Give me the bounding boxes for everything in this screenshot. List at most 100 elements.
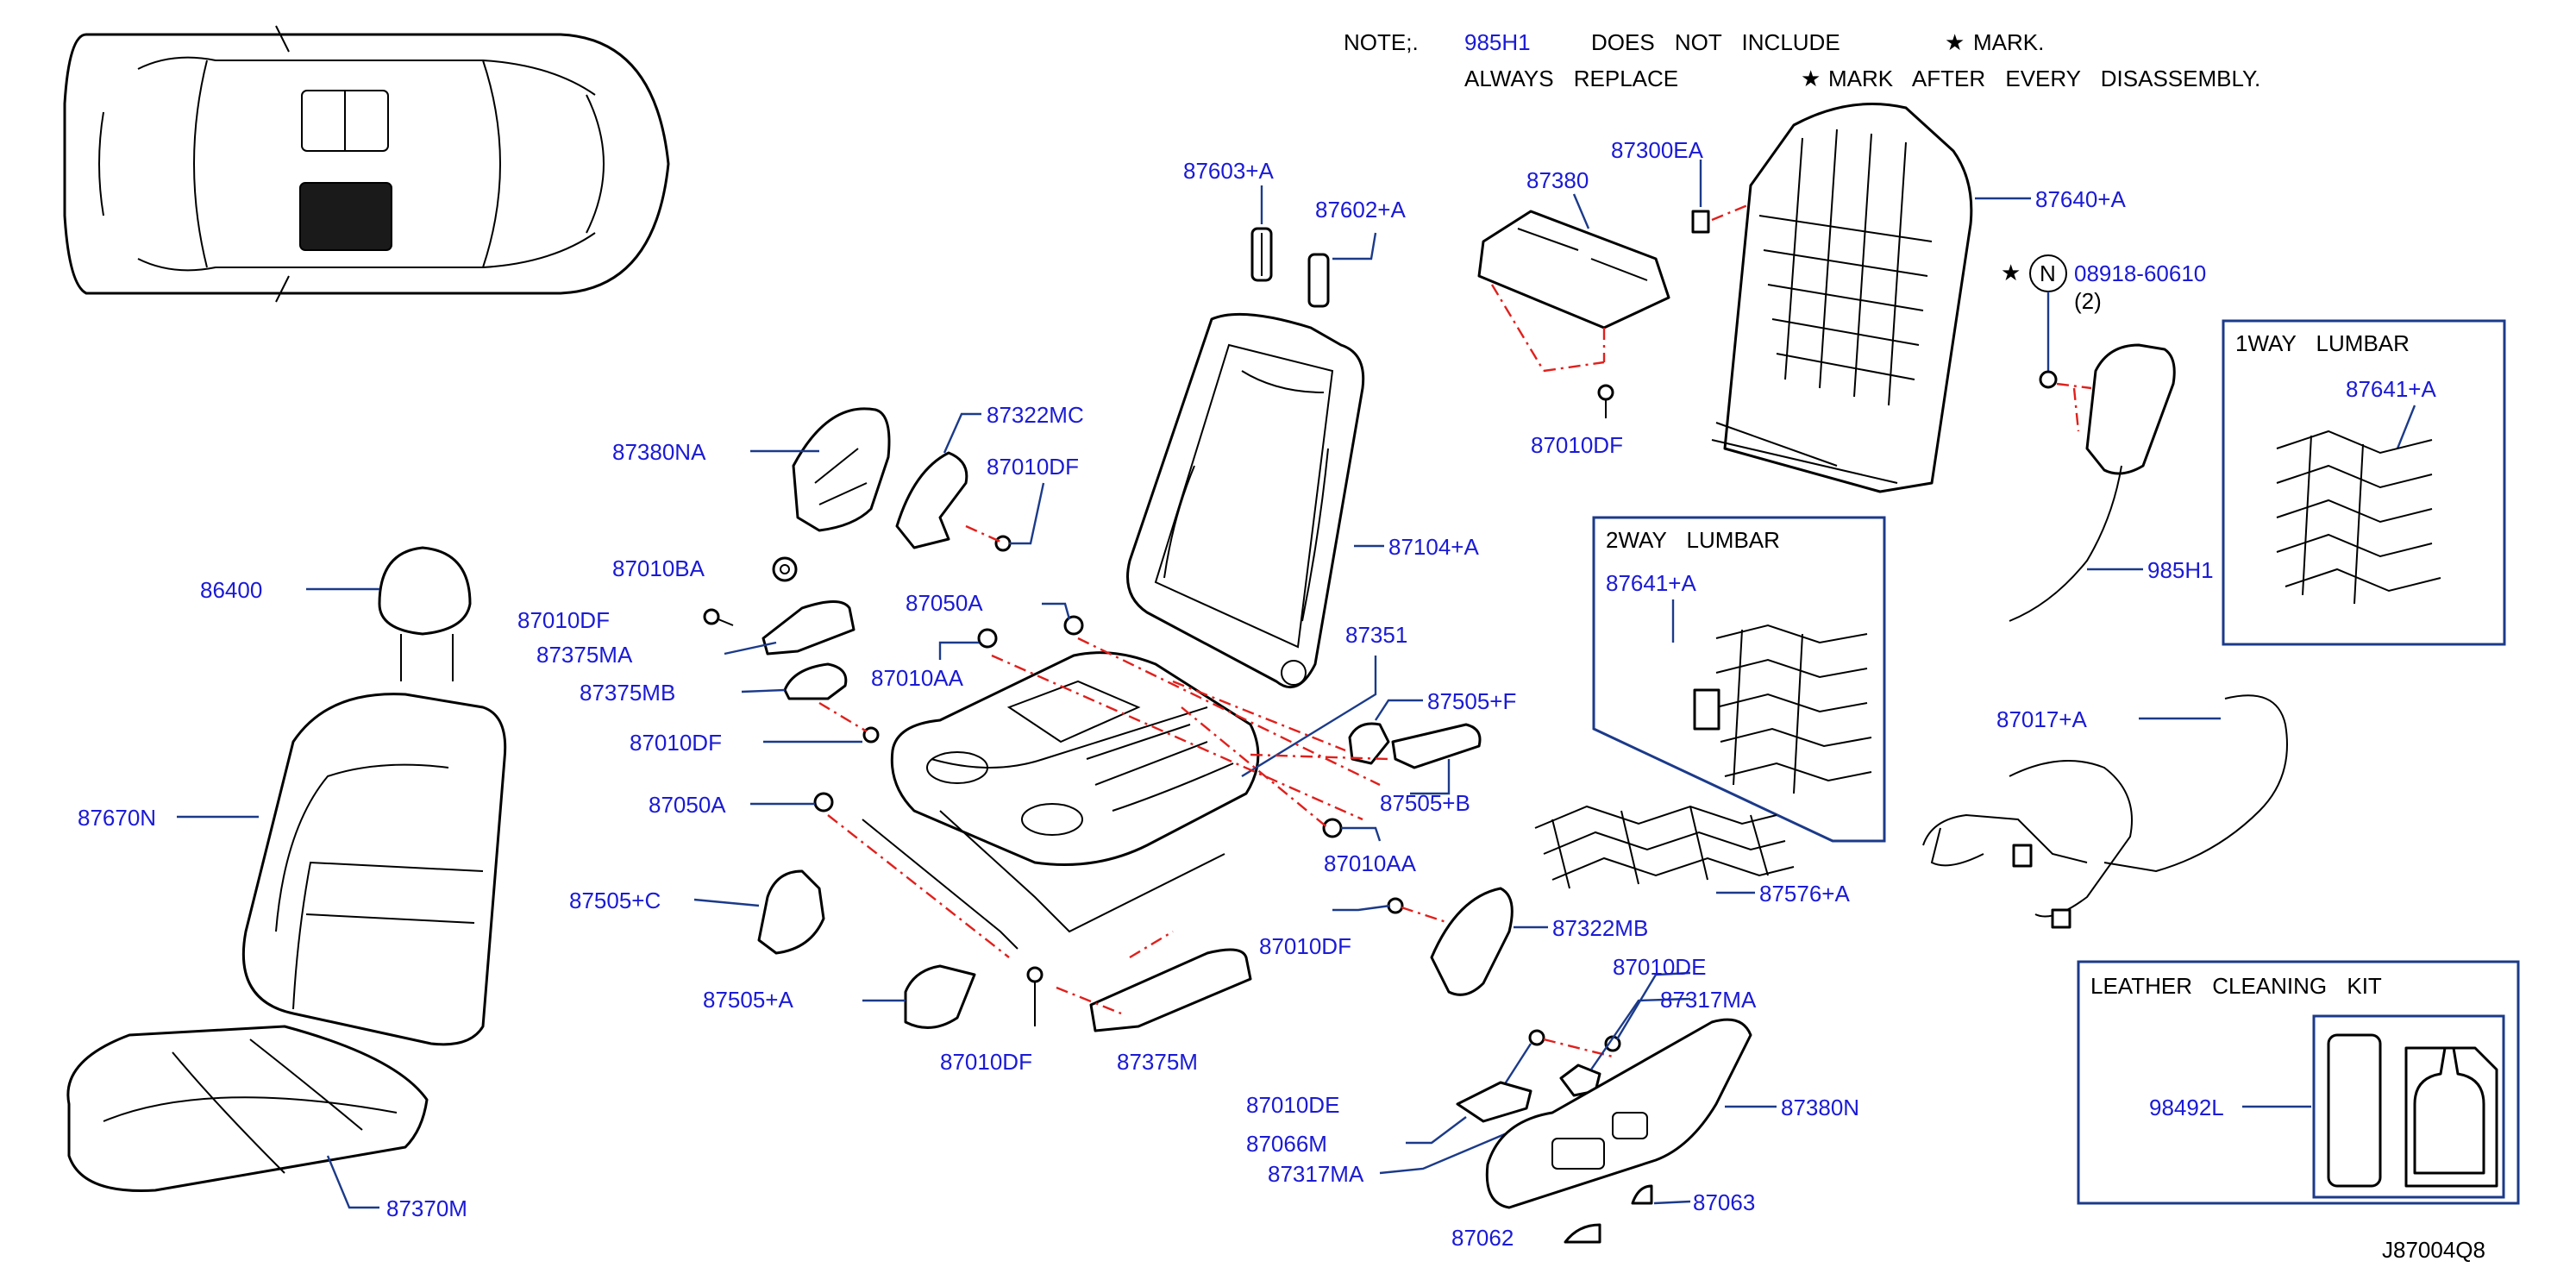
trim-87375ma: 87375MA: [536, 600, 856, 668]
seat-cushion-cover: 87370M: [66, 1025, 467, 1221]
note-text-1: DOES NOT INCLUDE: [1591, 29, 1840, 55]
headrest: 86400: [200, 546, 472, 681]
screw-87010de-a: 87010DE: [1246, 1029, 1614, 1118]
vehicle-top-view: [63, 25, 670, 303]
back-panel: 87640+A: [1711, 103, 2126, 493]
seat-base-frame: [862, 651, 1260, 950]
part-label: 87300EA: [1611, 137, 1704, 163]
part-label: 87322MC: [987, 402, 1084, 428]
note-suffix-2: MARK AFTER EVERY DISASSEMBLY.: [1828, 66, 2260, 91]
bolt-87010aa-b: 87010AA: [1322, 818, 1417, 876]
part-label: 87641+A: [2346, 376, 2436, 402]
side-cover-87380n: 87380N: [1485, 1018, 1859, 1209]
seat-harness: 87017+A: [1922, 694, 2288, 929]
one-way-lumbar-box: 1WAY LUMBAR 87641+A: [2222, 319, 2506, 646]
part-label: 87576+A: [1759, 881, 1850, 907]
note-text-2: ALWAYS REPLACE: [1464, 66, 1678, 91]
trim-87375m: 87375M 87010DF: [1056, 930, 1351, 1075]
part-label: 87375M: [1117, 1049, 1198, 1075]
part-label: 87010DF: [1531, 432, 1623, 458]
part-label: 87505+A: [703, 987, 793, 1013]
knob-87063: 87063: [1631, 1184, 1755, 1215]
box-title: 2WAY LUMBAR: [1606, 527, 1780, 553]
note-code: 985H1: [1464, 29, 1531, 55]
knob-87062: 87062: [1451, 1223, 1601, 1251]
part-label: 87010DF: [630, 730, 722, 756]
star-icon: ★: [1801, 66, 1821, 91]
box-title: LEATHER CLEANING KIT: [2090, 973, 2382, 999]
side-airbag: 985H1: [2009, 343, 2214, 622]
part-label: 87375MB: [580, 680, 675, 706]
part-label: 87380N: [1781, 1095, 1859, 1120]
part-label: 87640+A: [2035, 186, 2126, 212]
cover-87505b: 87505+B: [1380, 723, 1482, 816]
part-label: 87010DE: [1613, 954, 1706, 980]
star-icon: ★: [1945, 29, 1965, 55]
part-label: 87322MB: [1552, 915, 1648, 941]
leather-kit-box: LEATHER CLEANING KIT 98492L: [2077, 960, 2520, 1205]
part-label: 87010AA: [871, 665, 964, 691]
headrest-guide-87603a: 87603+A: [1183, 158, 1274, 282]
bolt-87010aa-a: 87010AA: [871, 628, 998, 691]
part-label: 87370M: [386, 1195, 467, 1221]
part-label: 87380: [1526, 167, 1589, 193]
clip-87300ea: 87300EA: [1611, 137, 1786, 234]
clip-87010ba: 87010BA: [612, 555, 798, 582]
part-label: 87010AA: [1324, 850, 1417, 876]
screw-87010df-d: 87010DF: [940, 966, 1044, 1075]
switch-87066m: 87066M: [1246, 1081, 1532, 1157]
part-label: 87050A: [906, 590, 983, 616]
part-label: 87505+F: [1427, 688, 1516, 714]
cover-87505c: 87505+C: [569, 869, 825, 955]
part-label: 87010BA: [612, 555, 705, 581]
part-label: 87375MA: [536, 642, 633, 668]
part-label: 87317MA: [1660, 987, 1757, 1013]
two-way-lumbar-box: 2WAY LUMBAR 87641+A: [1592, 516, 1886, 843]
seatback-cover: 87670N: [78, 693, 507, 1046]
part-label: 985H1: [2147, 557, 2214, 583]
part-label: 87010DF: [987, 454, 1079, 480]
part-label: 08918-60610: [2074, 260, 2206, 286]
box-title: 1WAY LUMBAR: [2235, 330, 2410, 356]
note-prefix: NOTE;.: [1344, 29, 1419, 55]
part-label: 87063: [1693, 1189, 1755, 1215]
switch-87317ma: 87317MA 87317MA: [1268, 987, 1757, 1187]
part-label: 87505+C: [569, 888, 661, 913]
part-label: 87505+B: [1380, 790, 1470, 816]
cushion-spring: 87576+A: [1534, 805, 1850, 907]
part-label: 87066M: [1246, 1131, 1327, 1157]
cover-87505a: 87505+A: [703, 964, 976, 1029]
highlighted-seat: [299, 182, 392, 251]
part-label: 98492L: [2149, 1095, 2224, 1120]
seatback-frame: 87104+A: [1126, 312, 1479, 689]
back-board-87380: 87380 87010DF: [1477, 167, 1670, 458]
note-block: NOTE;. 985H1 DOES NOT INCLUDE ★ MARK. AL…: [1344, 29, 2260, 91]
screw-87010df-c: 87010DF: [630, 701, 880, 756]
part-label: 87317MA: [1268, 1161, 1364, 1187]
part-label: 87010DE: [1246, 1092, 1339, 1118]
screw-87010de-b: 87010DE: [1604, 954, 1706, 1052]
part-label: 86400: [200, 577, 262, 603]
bolt-87050a-b: 87050A: [649, 792, 834, 818]
n-symbol: N: [2040, 260, 2056, 286]
quantity: (2): [2074, 288, 2102, 314]
part-label: 87010DF: [940, 1049, 1032, 1075]
part-label: 87670N: [78, 805, 156, 831]
harness-cover-mb: 87322MB: [1332, 887, 1648, 996]
motor-87351: 87351: [1241, 622, 1407, 778]
bolt-87050a-a: 87050A: [906, 590, 1084, 636]
part-label: 87351: [1345, 622, 1407, 648]
part-label: 87602+A: [1315, 197, 1406, 223]
assembly-lines: [827, 637, 1389, 958]
screw-87010df-b: 87010DF: [517, 607, 734, 633]
bolt-callout: ★ N 08918-60610 (2): [2001, 254, 2206, 389]
part-label: 87603+A: [1183, 158, 1274, 184]
diagram-code: J87004Q8: [2382, 1237, 2485, 1263]
recliner-cover-outer: 87380NA: [612, 407, 891, 532]
harness-cover-mc: 87322MC 87010DF: [895, 402, 1084, 552]
part-label: 87017+A: [1996, 706, 2087, 732]
part-label: 87641+A: [1606, 570, 1696, 596]
part-label: 87010DF: [1259, 933, 1351, 959]
star-icon: ★: [2001, 260, 2021, 285]
